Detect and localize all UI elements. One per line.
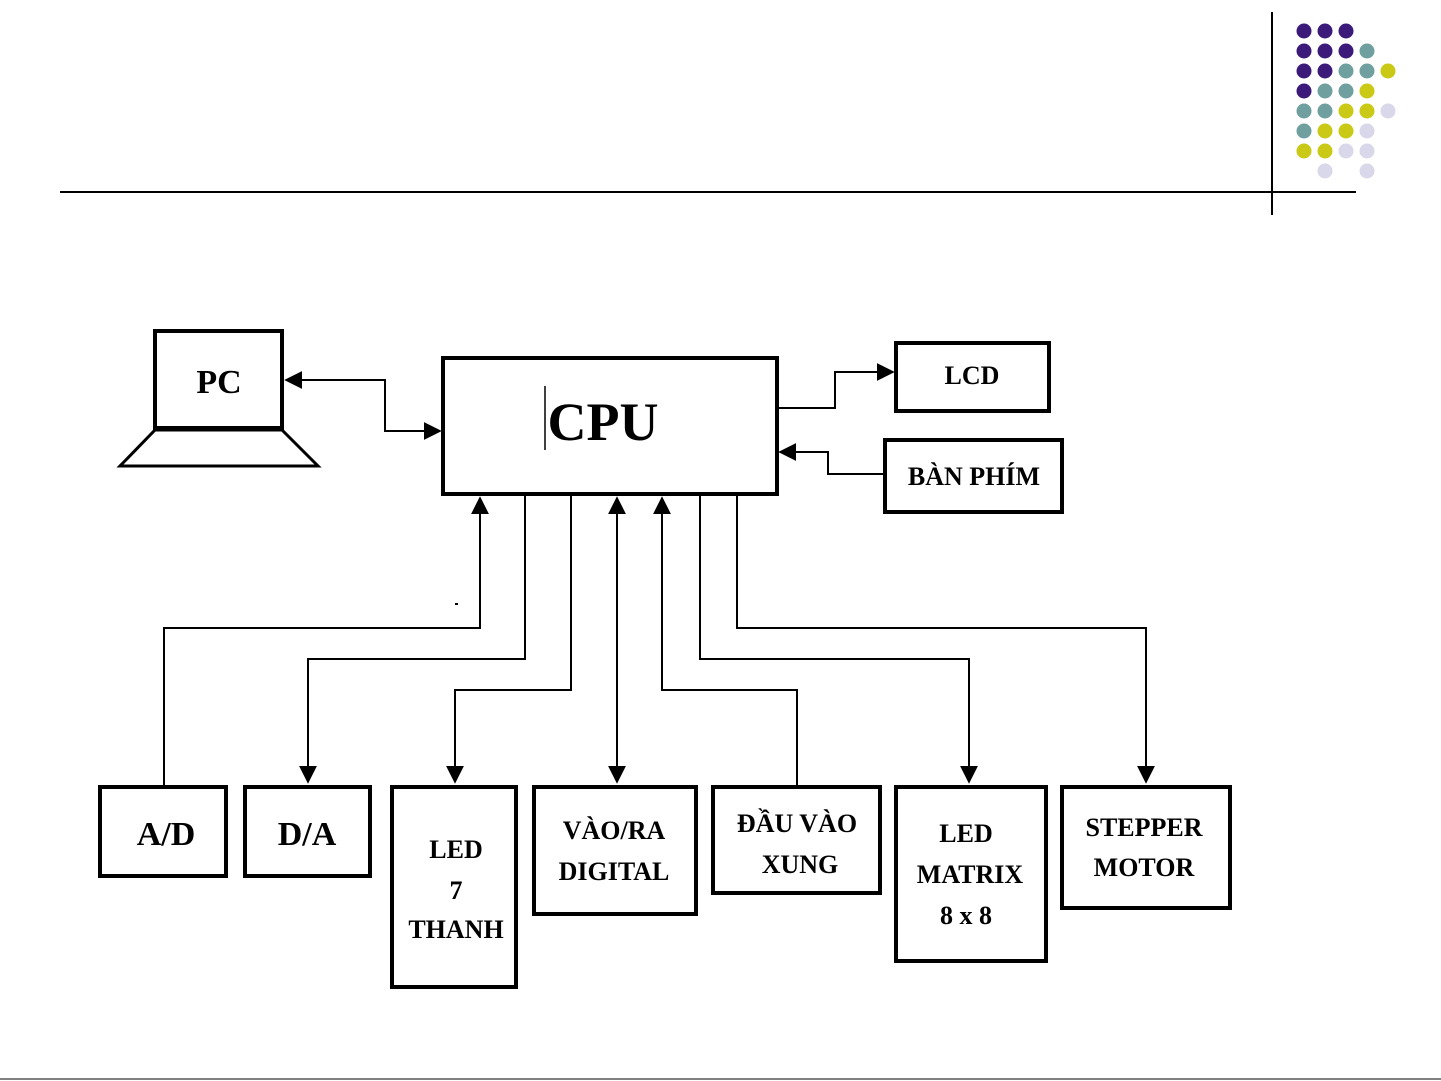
decor-dot [1381,64,1396,79]
decor-dot [1318,64,1333,79]
digital-io-label-line2: DIGITAL [559,857,670,886]
ad-label: A/D [137,816,196,853]
decor-dot [1339,124,1354,139]
stray-dot [455,603,458,605]
decorative-dot-grid [1297,24,1396,179]
pc-keyboard-base [120,430,318,466]
led-matrix-block: LED MATRIX 8 x 8 [896,787,1046,961]
decor-dot [1360,144,1375,159]
da-label: D/A [278,816,337,853]
decor-dot [1297,24,1312,39]
cpu-label: CPU [548,392,659,452]
decor-dot [1318,44,1333,59]
lcd-label: LCD [945,361,1000,390]
cpu-to-led-matrix-connector [700,495,969,782]
ad-block: A/D [100,787,226,876]
led-matrix-label-line3: 8 x 8 [940,901,992,930]
keyboard-to-cpu-connector [780,452,885,474]
decor-dot [1339,24,1354,39]
lcd-block: LCD [896,343,1049,411]
keyboard-block: BÀN PHÍM [885,440,1062,512]
cpu-to-led7-connector [455,495,571,782]
decor-dot [1318,124,1333,139]
cpu-block: CPU [443,358,777,494]
stepper-label-line1: STEPPER [1085,813,1202,842]
pulse-input-block: ĐẦU VÀO XUNG [713,787,880,893]
decor-dot [1318,24,1333,39]
digital-io-box [534,787,696,914]
led7-label-line3: THANH [408,915,503,944]
decor-dot [1339,44,1354,59]
led7-label-line1: LED [429,835,482,864]
keyboard-label: BÀN PHÍM [908,462,1040,491]
decor-dot [1360,164,1375,179]
stepper-block: STEPPER MOTOR [1062,787,1230,908]
cpu-to-da-connector [308,495,525,782]
decor-dot [1339,84,1354,99]
pc-cpu-bidirectional-connector [286,380,440,431]
da-block: D/A [245,787,370,876]
ad-to-cpu-connector [164,498,480,785]
decor-dot [1360,64,1375,79]
led7-label-line2: 7 [450,876,463,905]
decor-dot [1318,84,1333,99]
decor-dot [1318,144,1333,159]
decor-dot [1360,124,1375,139]
decor-dot [1360,104,1375,119]
decor-dot [1297,144,1312,159]
digital-io-block: VÀO/RA DIGITAL [534,787,696,914]
led7-block: LED 7 THANH [392,787,516,987]
decor-dot [1360,44,1375,59]
decor-dot [1297,44,1312,59]
pulse-input-to-cpu-connector [662,498,797,785]
digital-io-label-line1: VÀO/RA [563,816,666,845]
decor-dot [1339,144,1354,159]
pulse-input-label-line1: ĐẦU VÀO [737,809,857,838]
decor-dot [1318,164,1333,179]
pc-laptop: PC [120,331,318,466]
decor-dot [1381,104,1396,119]
decor-dot [1297,104,1312,119]
stepper-label-line2: MOTOR [1094,853,1195,882]
led-matrix-label-line1: LED [939,819,992,848]
led-matrix-label-line2: MATRIX [917,860,1024,889]
decor-dot [1360,84,1375,99]
decor-dot [1297,84,1312,99]
stepper-box [1062,787,1230,908]
cpu-to-stepper-connector [737,495,1146,782]
decor-dot [1297,64,1312,79]
pc-label: PC [196,364,241,401]
decor-dot [1297,124,1312,139]
cpu-to-lcd-connector [778,372,893,408]
decor-dot [1318,104,1333,119]
decor-dot [1339,104,1354,119]
decor-dot [1339,64,1354,79]
pulse-input-label-line2: XUNG [762,850,839,879]
